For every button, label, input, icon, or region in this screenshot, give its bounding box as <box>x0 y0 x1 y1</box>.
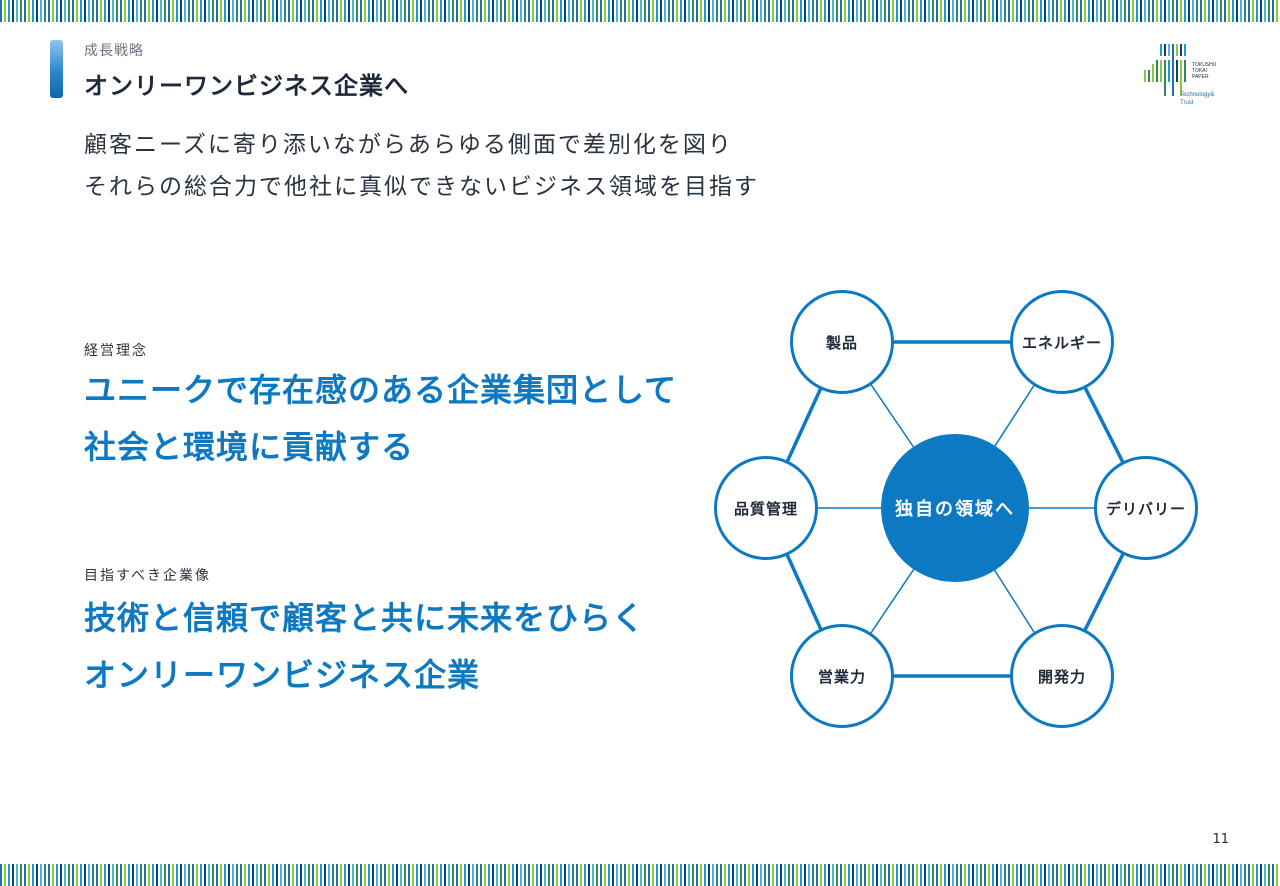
vision-label: 目指すべき企業像 <box>84 568 212 584</box>
top-stripe-decoration <box>0 0 1280 22</box>
lead-line: 顧客ニーズに寄り添いながらあらゆる側面で差別化を図り <box>84 132 733 158</box>
philosophy-statement: ユニークで存在感のある企業集団として 社会と環境に貢献する <box>84 362 677 476</box>
lead-statement: 顧客ニーズに寄り添いながらあらゆる側面で差別化を図り それらの総合力で他社に真似… <box>84 124 759 208</box>
logo-text-line-1: TOKUSHU <box>1192 62 1217 68</box>
philosophy-line: 社会と環境に貢献する <box>84 428 415 466</box>
node-delivery: デリバリー <box>1094 456 1198 560</box>
logo-text-line-3: PAPER <box>1192 74 1209 80</box>
node-products: 製品 <box>790 290 894 394</box>
logo-tagline-2: Trust <box>1180 100 1194 106</box>
section-label: 成長戦略 <box>84 43 144 59</box>
lead-line: それらの総合力で他社に真似できないビジネス領域を目指す <box>84 174 759 200</box>
company-logo: TOKUSHU TOKAI PAPER Technology& Trust <box>1144 44 1217 106</box>
node-sales: 営業力 <box>790 624 894 728</box>
vision-line: オンリーワンビジネス企業 <box>84 656 481 694</box>
philosophy-label: 経営理念 <box>84 343 148 359</box>
page-title: オンリーワンビジネス企業へ <box>84 72 409 100</box>
bottom-stripe-decoration <box>0 864 1280 886</box>
logo-tagline-1: Technology& <box>1180 92 1214 98</box>
logo-text-line-2: TOKAI <box>1192 68 1207 74</box>
node-quality: 品質管理 <box>714 456 818 560</box>
diagram-center-node: 独自の領域へ <box>881 434 1029 582</box>
hexagon-diagram: 独自の領域へ 製品 エネルギー デリバリー 開発力 営業力 品質管理 <box>700 270 1220 750</box>
node-development: 開発力 <box>1010 624 1114 728</box>
page-number: 11 <box>1212 832 1229 847</box>
vision-line: 技術と信頼で顧客と共に未来をひらく <box>84 599 646 637</box>
philosophy-line: ユニークで存在感のある企業集団として <box>84 371 678 409</box>
node-energy: エネルギー <box>1010 290 1114 394</box>
title-accent-bar <box>50 40 63 98</box>
vision-statement: 技術と信頼で顧客と共に未来をひらく オンリーワンビジネス企業 <box>84 590 645 704</box>
